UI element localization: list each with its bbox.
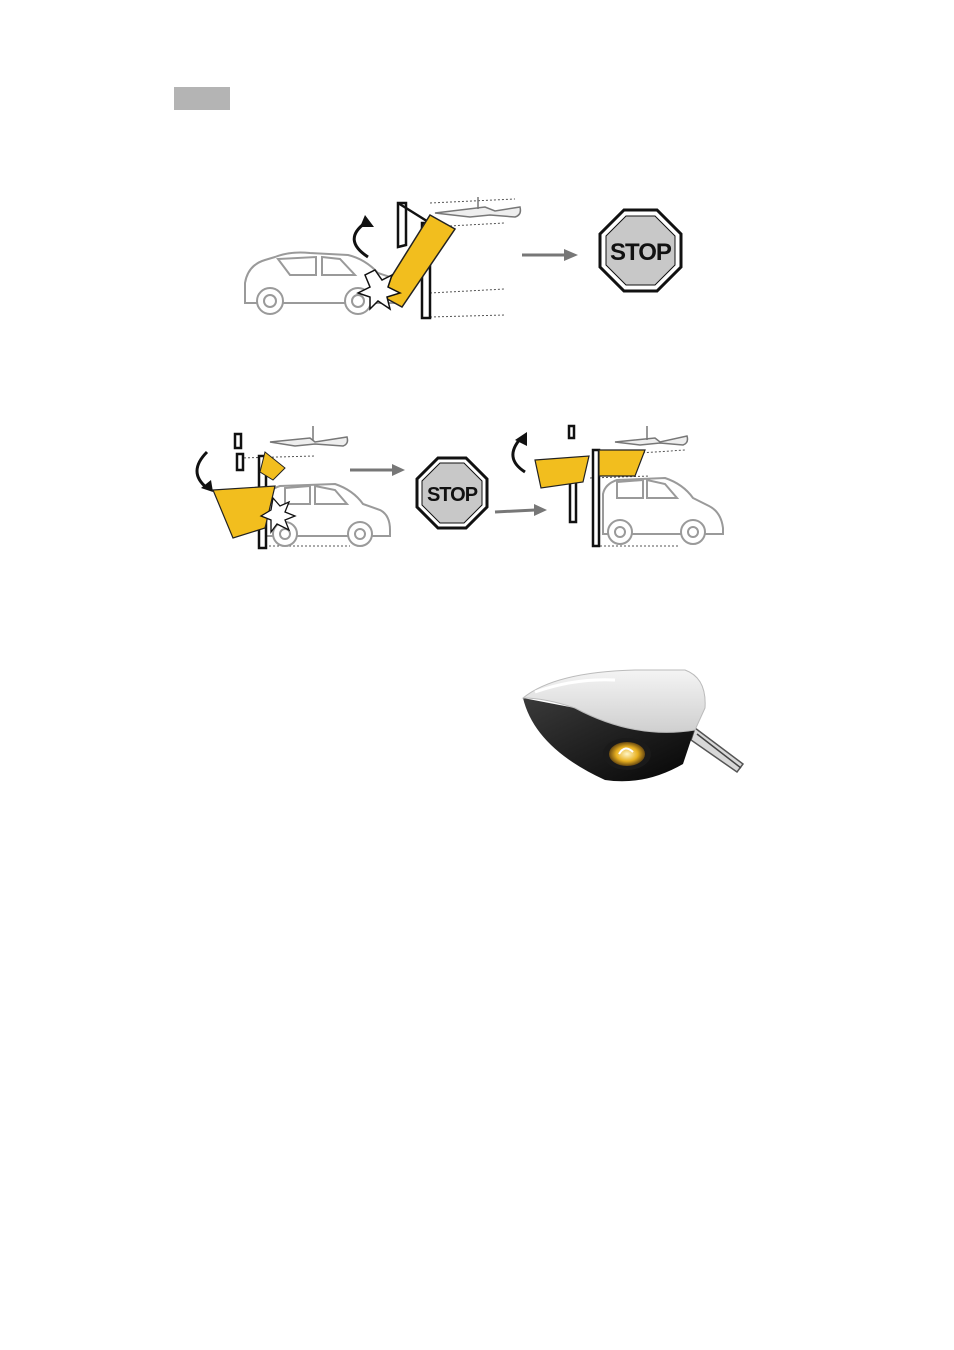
curved-arrow-icon bbox=[197, 452, 207, 488]
garage-door-opener-image bbox=[515, 668, 745, 786]
stop-sign-label: STOP bbox=[610, 239, 672, 266]
stop-sign-icon: STOP bbox=[600, 210, 681, 291]
figure-opening-obstruction: STOP bbox=[230, 185, 700, 330]
section-tag bbox=[174, 87, 230, 110]
stop-sign-label: STOP bbox=[427, 484, 478, 506]
curved-arrow-icon bbox=[354, 223, 368, 257]
opener-unit bbox=[270, 426, 348, 446]
car-outline bbox=[603, 478, 723, 544]
opener-unit bbox=[615, 426, 688, 445]
figure-closing-obstruction: STOP bbox=[185, 420, 730, 555]
opener-unit bbox=[435, 197, 520, 217]
stop-sign-icon: STOP bbox=[417, 458, 487, 528]
door-frame bbox=[569, 426, 599, 546]
door-panel bbox=[535, 456, 589, 488]
right-arrow-icon bbox=[495, 510, 535, 512]
